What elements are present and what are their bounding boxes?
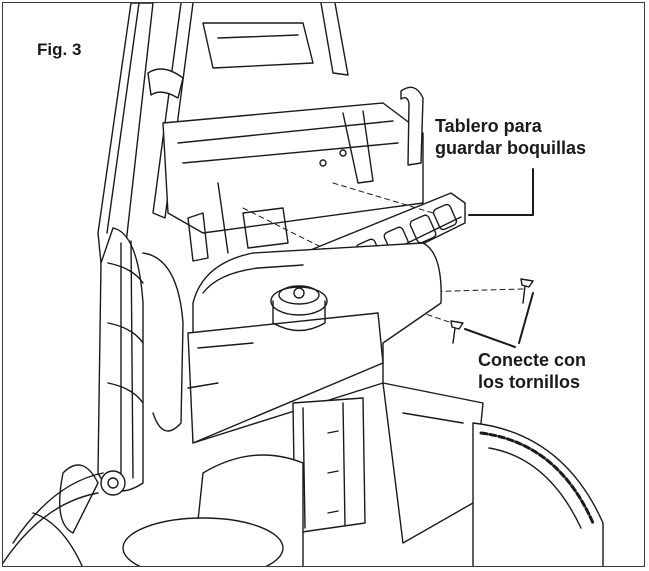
nozzle-board-callout: Tablero para guardar boquillas bbox=[435, 115, 586, 159]
nozzle-board-callout-line2: guardar boquillas bbox=[435, 138, 587, 158]
figure-label: Fig. 3 bbox=[37, 40, 82, 59]
upper-housing bbox=[162, 86, 424, 262]
nozzle-board-callout-line1: Tablero para bbox=[435, 116, 542, 136]
screws-callout-line1: Conecte con bbox=[478, 350, 587, 370]
screws-callout: Conecte con los tornillos bbox=[478, 349, 586, 393]
wheel bbox=[122, 422, 604, 566]
screws bbox=[450, 278, 534, 344]
screws-callout-line2: los tornillos bbox=[478, 372, 581, 392]
hose-reel bbox=[32, 227, 184, 566]
side-panel bbox=[3, 472, 104, 564]
main-body bbox=[187, 242, 442, 444]
pressure-washer-illustration bbox=[3, 3, 604, 566]
handle-frame bbox=[97, 3, 349, 289]
callout-leaders bbox=[464, 168, 534, 348]
